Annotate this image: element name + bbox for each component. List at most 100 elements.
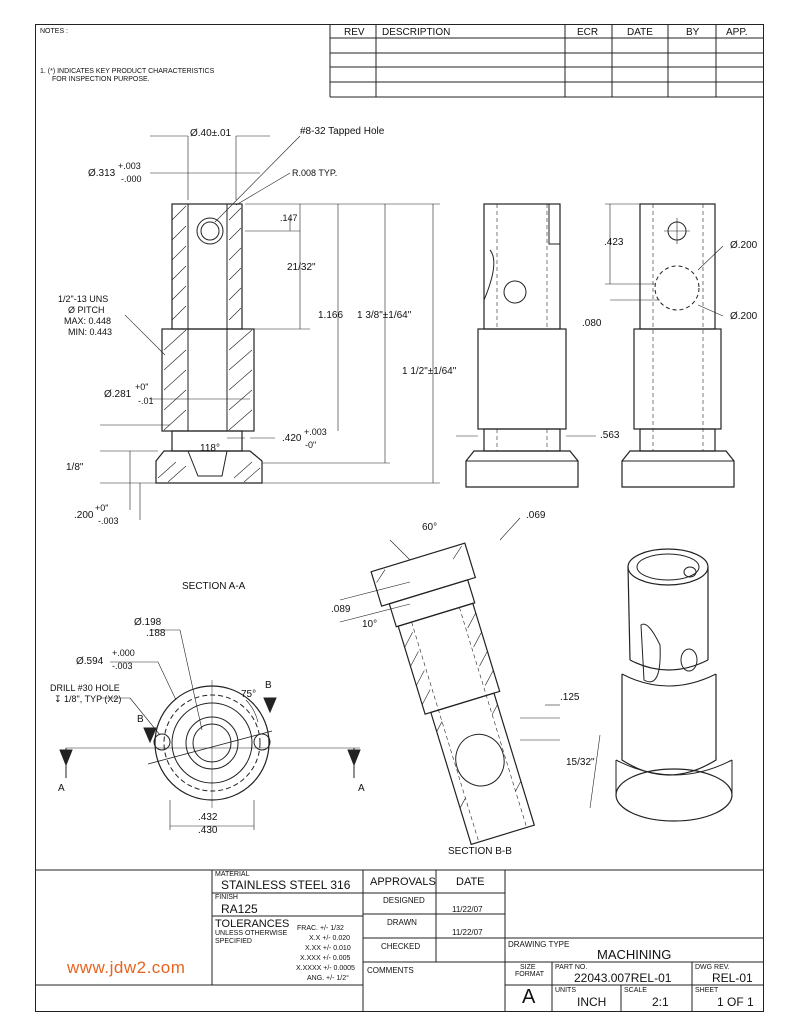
drawn-label: DRAWN xyxy=(387,918,417,927)
front-view xyxy=(456,203,596,488)
material-value: STAINLESS STEEL 316 xyxy=(221,878,351,892)
cut-label-b-left: B xyxy=(137,714,144,725)
revision-table-lines xyxy=(329,24,764,98)
thread-line-3: MAX: 0.448 xyxy=(64,316,112,326)
dim-angle-118: 118° xyxy=(200,443,220,454)
dim-147: .147 xyxy=(280,213,298,223)
part-no-value: 22043.007REL-01 xyxy=(574,971,672,985)
size-label-2: FORMAT xyxy=(515,971,545,978)
dim-dia-281: Ø.281 xyxy=(104,389,132,400)
dim-089: .089 xyxy=(331,604,351,615)
approvals-date-header: DATE xyxy=(456,876,485,888)
dim-1-8: 1/8" xyxy=(66,462,84,473)
dim-dia-188: .188 xyxy=(146,628,166,639)
note-1-line-1: 1. (*) INDICATES KEY PRODUCT CHARACTERIS… xyxy=(40,68,215,75)
unless-otherwise-line-2: SPECIFIED xyxy=(215,938,252,945)
dim-angle-10: 10° xyxy=(362,619,378,630)
tol-x: X.X +/- 0.020 xyxy=(309,935,351,942)
size-label-1: SIZE xyxy=(520,964,536,971)
dwg-rev-value: REL-01 xyxy=(712,971,753,985)
dim-dia-594: Ø.594 xyxy=(76,656,104,667)
side-view xyxy=(605,203,735,488)
drawing-type-value: MACHINING xyxy=(597,947,672,962)
material-label: MATERIAL xyxy=(215,871,250,878)
part-no-label: PART NO. xyxy=(555,964,588,971)
section-bb-dims xyxy=(339,517,601,809)
dim-15-32: 15/32" xyxy=(566,757,595,768)
section-bb-view xyxy=(370,542,536,846)
approvals-header: APPROVALS xyxy=(370,876,436,888)
scale-label: SCALE xyxy=(624,987,647,994)
dim-563: .563 xyxy=(600,430,620,441)
dim-420: .420 xyxy=(282,433,302,444)
dim-125: .125 xyxy=(560,692,580,703)
thread-line-4: MIN: 0.443 xyxy=(68,327,113,337)
section-aa-view xyxy=(100,135,440,520)
drawing-type-label: DRAWING TYPE xyxy=(508,940,570,949)
dim-angle-60: 60° xyxy=(422,522,438,533)
dim-1-1-2: 1 1/2"±1/64" xyxy=(402,366,457,377)
description-header: DESCRIPTION xyxy=(382,27,451,38)
dim-angle-75: 75° xyxy=(241,689,257,700)
dim-1166: 1.166 xyxy=(318,310,344,321)
dim-432: .432 xyxy=(198,812,218,823)
dim-dia-040: Ø.40±.01 xyxy=(190,128,232,139)
dim-200: .200 xyxy=(74,510,94,521)
section-bb-label: SECTION B-B xyxy=(448,846,512,857)
comments-label: COMMENTS xyxy=(367,966,414,975)
dim-430: .430 xyxy=(198,825,218,836)
dim-tapped-hole: #8-32 Tapped Hole xyxy=(300,126,385,137)
dim-dia-200-b: Ø.200 xyxy=(730,311,758,322)
dim-080: .080 xyxy=(582,318,602,329)
dim-423: .423 xyxy=(604,237,624,248)
watermark-link[interactable]: www.jdw2.com xyxy=(67,958,186,977)
dim-200-plus: +0" xyxy=(95,503,109,513)
dim-420-plus: +.003 xyxy=(304,427,327,437)
rev-header: REV xyxy=(344,27,365,38)
checked-label: CHECKED xyxy=(381,942,421,951)
by-header: BY xyxy=(686,27,700,38)
dim-dia-594-plus: +.000 xyxy=(112,648,135,658)
cut-label-a-left: A xyxy=(58,783,65,794)
dim-dia-594-minus: -.003 xyxy=(112,661,133,671)
dim-dia-281-plus: +0" xyxy=(135,382,149,392)
dim-dia-200-a: Ø.200 xyxy=(730,240,758,251)
dim-069: .069 xyxy=(526,510,546,521)
dim-dia-313: Ø.313 xyxy=(88,168,116,179)
isometric-view xyxy=(615,548,733,822)
unless-otherwise-line-1: UNLESS OTHERWISE xyxy=(215,930,288,937)
tol-xxxx: X.XXXX +/- 0.0005 xyxy=(296,965,355,972)
dim-dia-198: Ø.198 xyxy=(134,617,162,628)
dim-200-minus: -.003 xyxy=(98,516,119,526)
scale-value: 2:1 xyxy=(652,995,669,1009)
bottom-view xyxy=(59,629,361,830)
tol-ang: ANG. +/- 1/2° xyxy=(307,975,349,982)
drawn-date: 11/22/07 xyxy=(452,928,483,937)
tolerances-label: TOLERANCES xyxy=(215,918,290,930)
dim-r008: R.008 TYP. xyxy=(292,168,338,178)
drawing-sheet xyxy=(35,24,764,1012)
cut-label-b-right: B xyxy=(265,680,272,691)
date-header: DATE xyxy=(627,27,653,38)
dim-dia-313-plus: +.003 xyxy=(118,161,141,171)
tol-frac: FRAC. +/- 1/32 xyxy=(297,925,344,932)
title-block-lines xyxy=(35,869,764,1012)
dim-420-minus: -0" xyxy=(305,440,317,450)
app-header: APP. xyxy=(726,27,748,38)
section-aa-label: SECTION A-A xyxy=(182,581,246,592)
thread-line-1: 1/2"-13 UNS xyxy=(58,294,109,304)
size-value: A xyxy=(522,986,536,1008)
note-1-line-2: FOR INSPECTION PURPOSE. xyxy=(52,76,150,83)
sheet-label: SHEET xyxy=(695,987,719,994)
tol-xx: X.XX +/- 0.010 xyxy=(305,945,351,952)
ecr-header: ECR xyxy=(577,27,599,38)
drill-note-line-2: ↧ 1/8", TYP (X2) xyxy=(54,694,122,704)
designed-label: DESIGNED xyxy=(383,896,425,905)
finish-value: RA125 xyxy=(221,902,258,916)
dim-dia-313-minus: -.000 xyxy=(121,174,142,184)
drill-note-line-1: DRILL #30 HOLE xyxy=(50,683,120,693)
cut-label-a-right: A xyxy=(358,783,365,794)
notes-heading: NOTES : xyxy=(40,28,69,35)
tol-xxx: X.XXX +/- 0.005 xyxy=(300,955,351,962)
sheet-value: 1 OF 1 xyxy=(717,995,754,1009)
